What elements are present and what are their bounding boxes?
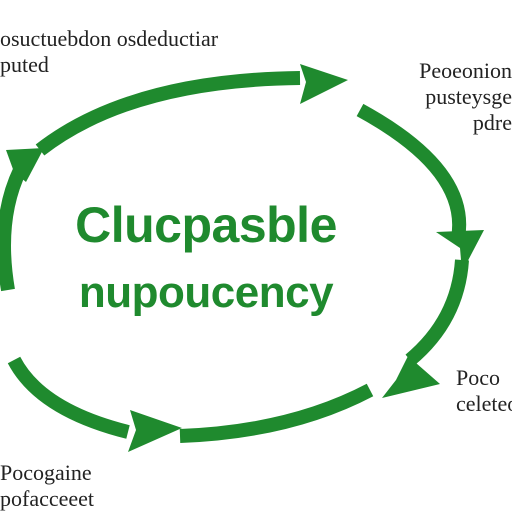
ring-arc-right-lower: [405, 259, 469, 366]
arrow-top-icon: [300, 64, 348, 104]
arrow-bottom-icon: [128, 410, 182, 452]
label-top-right-line-3: pdre: [472, 110, 512, 135]
ring-arc-bottom-left: [7, 356, 130, 439]
ring-arc-right: [356, 103, 467, 240]
ring-arc-bottom-right: [179, 383, 374, 443]
label-top-left-line-2: puted: [0, 52, 49, 77]
arrow-left-icon: [6, 148, 44, 182]
ring-arc-left: [0, 166, 27, 292]
label-top-left-line-1: osuctuebdon osdeductiar: [0, 26, 219, 51]
label-bottom-right-line-1: Poco: [456, 365, 500, 390]
label-bottom-right: Poco celeteo: [456, 365, 512, 417]
label-top-right: Peoeonion pusteysge pdre: [406, 58, 512, 136]
arrow-right-icon: [436, 230, 484, 272]
ring-arc-top: [35, 71, 301, 156]
label-top-right-line-2: pusteysge: [425, 84, 512, 109]
label-bottom-right-line-2: celeteo: [456, 391, 512, 416]
arrow-bottom-right-icon: [382, 356, 440, 398]
label-top-right-line-1: Peoeonion: [419, 58, 512, 83]
label-bottom-left: Pocogaine pofacceeet: [0, 460, 94, 512]
label-top-left: osuctuebdon osdeductiar puted: [0, 26, 218, 78]
label-bottom-left-line-2: pofacceeet: [0, 486, 95, 511]
label-bottom-left-line-1: Pocogaine: [0, 460, 92, 485]
center-title-line-2: nupoucency: [78, 268, 334, 317]
center-title-line-1: Clucpasble: [75, 197, 337, 253]
